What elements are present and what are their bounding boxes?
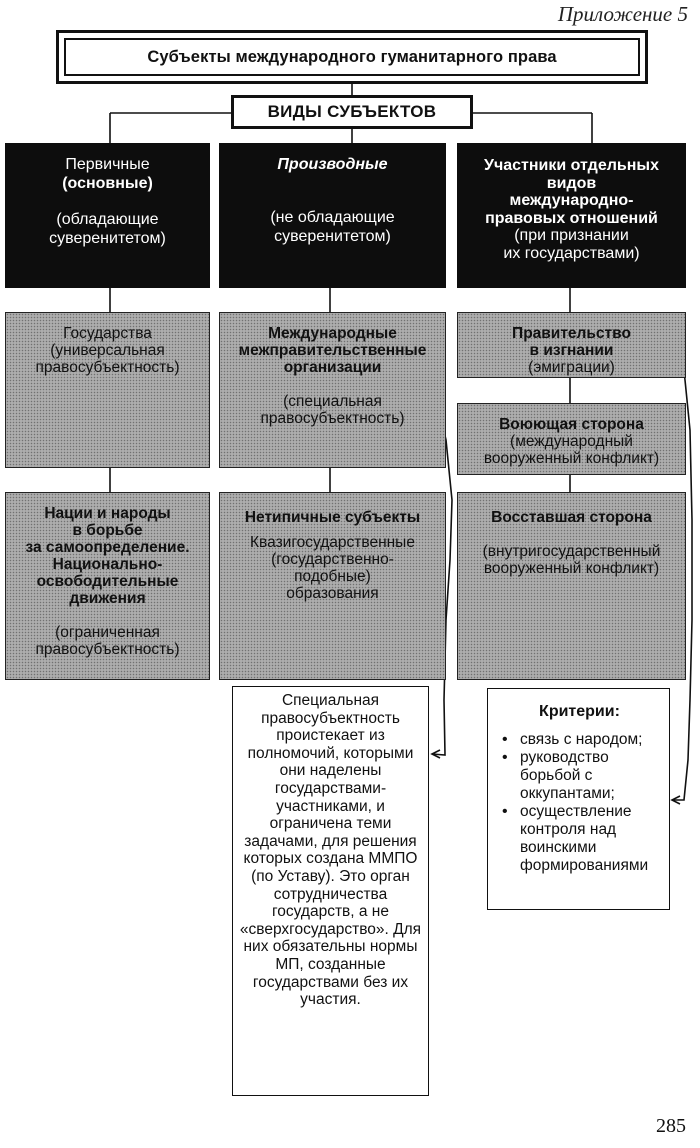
note-line: Специальная [281,692,380,709]
government-line-1: Правительство [512,325,631,342]
nations-note-1: (ограниченная [55,624,160,641]
atypical-line-4: образования [286,585,379,602]
government-note: (эмиграции) [528,359,615,376]
government-line-2: в изгнании [529,342,614,359]
appendix-label: Приложение 5 [557,2,688,26]
note-line: государствами [252,973,359,991]
note-line: созданные [307,955,386,973]
nations-line-4: Национально- [52,556,163,573]
criteria-item: осуществление контроля над воинскими фор… [502,803,657,875]
insurgent-note-1: (внутригосударственный [482,543,661,560]
participants-line-4: правовых отношений [485,209,658,227]
nations-line-1: Нации и народы [44,505,171,522]
note-line: нормы МП, [275,938,418,973]
criteria-title: Критерии: [539,703,620,720]
note-line: из полномочий, [247,727,385,762]
insurgent-title: Восставшая сторона [491,509,652,526]
insurgent-note-2: вооруженный конфликт) [483,560,660,577]
atypical-line-2: (государственно- [271,551,394,568]
nations-line-5: освободительные [36,573,179,590]
belligerent-title: Воюющая сторона [499,416,644,433]
igo-line-3: организации [283,359,382,376]
primary-subjects-header: Первичные (основные) (обладающие суверен… [5,143,210,288]
nations-box: Нации и народы в борьбе за самоопределен… [5,492,210,680]
criteria-list: связь с народом; руководство борьбой с о… [502,731,657,875]
nations-note-2: правосубъектность) [35,641,180,658]
igo-line-2: межправительственные [238,342,427,359]
note-line: Для них обязательны [243,920,422,956]
states-line-1: Государства [63,325,152,342]
note-line: проистекает [276,727,365,745]
primary-sub-2: суверенитетом) [49,230,166,247]
government-in-exile-box: Правительство в изгнании (эмиграции) [457,312,686,378]
states-line-3: правосубъектность) [35,359,180,376]
note-line: для решения которых [243,832,417,868]
criteria-item: связь с народом; [502,731,657,749]
belligerent-note-2: вооруженный конфликт) [483,450,660,467]
participants-line-3: международно- [509,192,634,209]
primary-sub-1: (обладающие [56,211,159,228]
igo-line-1: Международные [268,325,397,342]
criteria-box: Критерии: связь с народом; руководство б… [487,688,670,910]
note-line: создана ММПО [306,850,418,868]
derived-sub-2: суверенитетом) [274,228,391,245]
criteria-item: руководство борьбой с оккупантами; [502,749,657,803]
note-line: Это орган [339,867,410,885]
note-line: правосубъектность [261,709,400,727]
nations-line-2: в борьбе [72,522,143,539]
atypical-line-1: Квазигосударственные [250,534,415,551]
note-line: без их участия. [300,973,409,1009]
nations-line-6: движения [69,590,146,607]
states-box: Государства (универсальная правосубъектн… [5,312,210,468]
atypical-subjects-box: Нетипичные субъекты Квазигосударственные… [219,492,446,680]
participants-header: Участники отдельных видов международно- … [457,143,686,288]
page-number: 285 [656,1115,686,1137]
igo-note-1: (специальная [283,393,382,410]
special-capacity-note: Специальная правосубъектность проистекае… [232,686,429,1096]
primary-label: Первичные [65,156,150,173]
igo-note-2: правосубъектность) [260,410,405,427]
note-line: государств, а не [271,903,389,921]
note-line: они наделены [279,762,382,780]
derived-sub-1: (не обладающие [270,209,395,226]
atypical-title: Нетипичные субъекты [244,509,421,526]
note-line: сотрудничества [273,885,388,903]
participants-sub-2: их государствами) [503,244,640,262]
derived-subjects-header: Производные (не обладающие суверенитетом… [219,143,446,288]
nations-line-3: за самоопределение. [25,539,190,556]
participants-sub-1: (при признании [514,227,629,244]
note-line: и ограничена [269,797,385,833]
atypical-line-3: подобные) [294,568,371,585]
note-line: которыми [343,744,414,762]
participants-line-1: Участники отдельных [484,157,659,174]
title-frame: Субъекты международного гуманитарного пр… [56,30,648,84]
states-line-2: (универсальная [50,342,165,359]
note-line: теми задачами, [244,815,392,850]
derived-label: Производные [277,156,388,173]
belligerent-box: Воюющая сторона (международный вооруженн… [457,403,686,475]
note-line: «сверхгосударство». [239,920,389,938]
kinds-of-subjects-header: ВИДЫ СУБЪЕКТОВ [231,95,473,129]
participants-line-2: видов [546,174,597,192]
primary-label-bold: (основные) [62,175,153,192]
note-line: участниками, [276,797,372,815]
diagram-title: Субъекты международного гуманитарного пр… [64,38,640,76]
note-line: (по Уставу). [251,867,335,885]
belligerent-note-1: (международный [510,433,633,450]
insurgent-box: Восставшая сторона (внутригосударственны… [457,492,686,680]
note-line: государствами- [274,779,387,797]
igo-box: Международные межправительственные орган… [219,312,446,468]
